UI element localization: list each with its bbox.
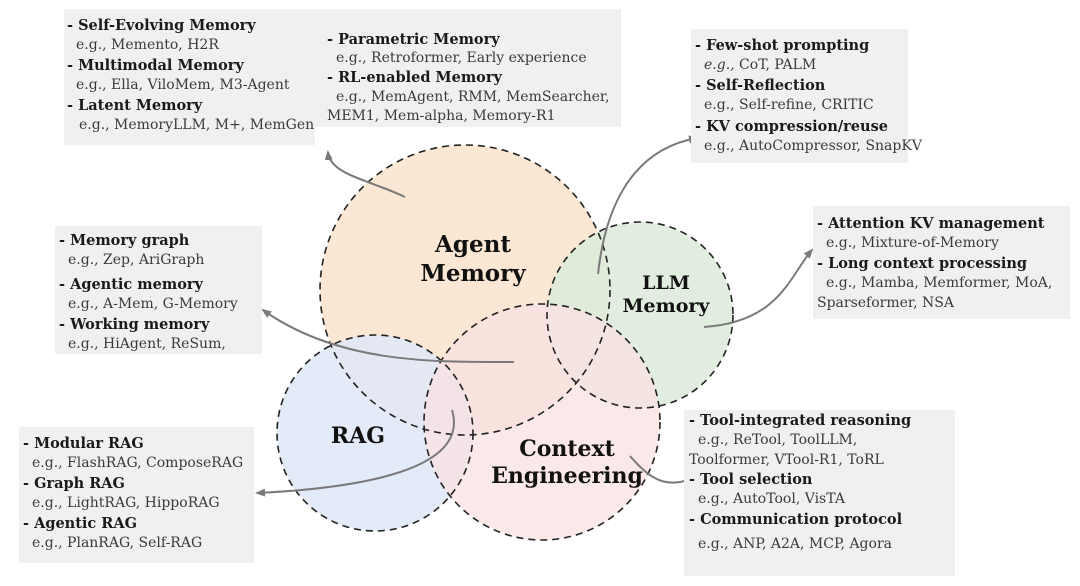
- label-llm-memory-1: LLM: [642, 272, 690, 294]
- item-tool-integrated-reasoning-examples: e.g., ReTool, ToolLLM,: [698, 432, 858, 448]
- item-few-shot-prompting-examples: e.g., CoT, PALM: [704, 56, 816, 75]
- item-tool-selection: - Tool selection: [689, 471, 813, 488]
- item-latent-memory-examples: e.g., MemoryLLM, M+, MemGen: [79, 117, 315, 133]
- circle-rag-outline: [276, 334, 474, 532]
- eg-prefix: e.g.,: [704, 57, 735, 73]
- item-self-reflection-examples: e.g., Self-refine, CRITIC: [704, 97, 874, 113]
- label-rag: RAG: [331, 423, 385, 449]
- label-llm-memory-2: Memory: [623, 295, 711, 317]
- item-rl-enabled-memory: - RL-enabled Memory: [327, 69, 502, 86]
- circle-fills: [277, 145, 733, 540]
- item-rl-enabled-memory-examples: e.g., MemAgent, RMM, MemSearcher,: [336, 89, 610, 105]
- item-self-reflection: - Self-Reflection: [695, 77, 826, 94]
- box-agent-memory-left: - Self-Evolving Memory e.g., Memento, H2…: [64, 9, 315, 145]
- label-context-engineering-2: Engineering: [491, 463, 643, 489]
- item-tool-integrated-reasoning: - Tool-integrated reasoning: [689, 412, 912, 429]
- arrow-agent-memory-to-top: [324, 150, 406, 198]
- label-agent-memory-1: Agent: [434, 231, 511, 258]
- item-kv-compression: - KV compression/reuse: [695, 118, 888, 135]
- item-communication-protocol: - Communication protocol: [689, 511, 903, 528]
- arrow-llm-memory-to-right: [703, 248, 814, 328]
- circle-llm-memory-outline: [546, 221, 734, 409]
- arrow-rag-to-bottom-left: [255, 409, 455, 497]
- circle-agent-memory-outline: [319, 144, 611, 436]
- item-parametric-memory: - Parametric Memory: [327, 31, 500, 48]
- box-context-engineering: - Tool-integrated reasoning e.g., ReTool…: [684, 410, 955, 576]
- item-tool-selection-examples: e.g., AutoTool, VisTA: [698, 491, 845, 507]
- item-multimodal-memory-examples: e.g., Ella, ViloMem, M3-Agent: [76, 77, 290, 93]
- item-graph-rag: - Graph RAG: [23, 475, 125, 492]
- box-llm-memory-right: - Attention KV management e.g., Mixture-…: [813, 206, 1070, 319]
- item-working-memory-examples: e.g., HiAgent, ReSum,: [68, 336, 226, 352]
- item-long-context-examples-2: Sparseformer, NSA: [817, 295, 954, 311]
- item-memory-graph: - Memory graph: [59, 232, 190, 249]
- item-tool-integrated-reasoning-examples-2: Toolformer, VTool-R1, ToRL: [689, 452, 884, 468]
- item-attention-kv: - Attention KV management: [817, 215, 1045, 232]
- item-graph-rag-examples: e.g., LightRAG, HippoRAG: [32, 495, 220, 511]
- item-agentic-rag-examples: e.g., PlanRAG, Self-RAG: [32, 535, 203, 551]
- circle-outlines: [276, 144, 734, 541]
- item-long-context: - Long context processing: [817, 255, 1028, 272]
- item-long-context-examples: e.g., Mamba, Memformer, MoA,: [826, 275, 1053, 291]
- item-agentic-rag: - Agentic RAG: [23, 515, 137, 532]
- item-modular-rag: - Modular RAG: [23, 435, 144, 452]
- box-agent-memory-right: - Parametric Memory e.g., Retroformer, E…: [315, 9, 621, 127]
- item-multimodal-memory: - Multimodal Memory: [67, 57, 244, 74]
- circle-context-engineering-fill: [424, 304, 660, 540]
- circle-context-engineering-outline: [423, 303, 661, 541]
- item-latent-memory: - Latent Memory: [67, 97, 203, 114]
- arrow-intersection-to-left: [261, 308, 515, 364]
- item-rl-enabled-memory-examples-2: MEM1, Mem-alpha, Memory-R1: [327, 108, 556, 124]
- item-modular-rag-examples: e.g., FlashRAG, ComposeRAG: [32, 455, 244, 471]
- label-agent-memory-2: Memory: [420, 260, 526, 287]
- item-working-memory: - Working memory: [59, 316, 210, 333]
- box-llm-memory-top: - Few-shot prompting e.g., CoT, PALM - S…: [691, 29, 922, 163]
- label-context-engineering-1: Context: [519, 436, 615, 462]
- item-parametric-memory-examples: e.g., Retroformer, Early experience: [336, 50, 587, 66]
- few-shot-examples-text: CoT, PALM: [734, 57, 817, 73]
- box-rag: - Modular RAG e.g., FlashRAG, ComposeRAG…: [19, 427, 254, 563]
- item-communication-protocol-examples: e.g., ANP, A2A, MCP, Agora: [698, 536, 892, 552]
- box-middle-left: - Memory graph e.g., Zep, AriGraph - Age…: [55, 226, 262, 354]
- item-few-shot-prompting: - Few-shot prompting: [695, 37, 870, 54]
- item-self-evolving-memory-examples: e.g., Memento, H2R: [76, 37, 219, 53]
- item-agentic-memory: - Agentic memory: [59, 276, 203, 293]
- item-agentic-memory-examples: e.g., A-Mem, G-Memory: [68, 296, 238, 312]
- item-self-evolving-memory: - Self-Evolving Memory: [67, 17, 256, 34]
- item-memory-graph-examples: e.g., Zep, AriGraph: [68, 252, 205, 268]
- item-attention-kv-examples: e.g., Mixture-of-Memory: [826, 235, 999, 251]
- circle-rag-fill: [277, 335, 473, 531]
- item-kv-compression-examples: e.g., AutoCompressor, SnapKV: [704, 138, 922, 154]
- arrow-llm-memory-to-top-right: [597, 135, 699, 275]
